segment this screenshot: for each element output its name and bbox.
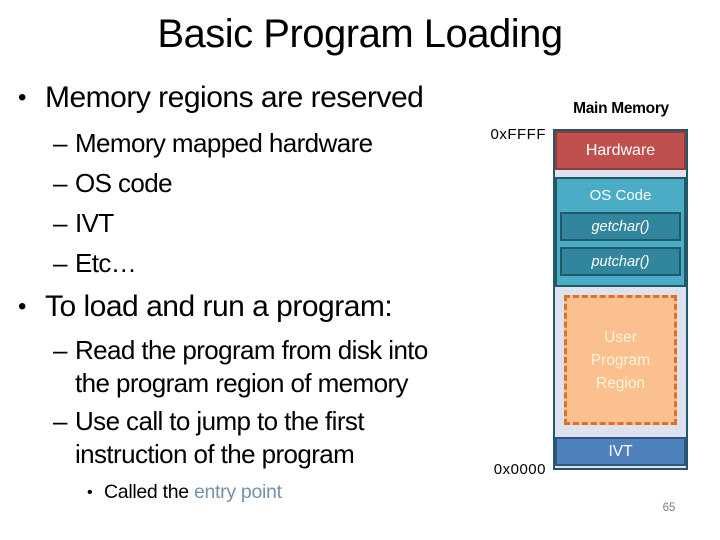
segment-getchar: getchar() [560,212,681,241]
dash-icon: – [53,335,67,365]
sub-bullet-text: Read the program from disk into the prog… [75,335,428,398]
page-title: Basic Program Loading [157,12,563,56]
segment-label: IVT [608,442,633,460]
bullet-icon: • [18,84,26,111]
list-item: – IVT [53,203,373,243]
sub-bullet-list-1: – Memory mapped hardware – OS code – IVT… [53,123,373,283]
dash-icon: – [53,128,67,158]
segment-os-code: OS Code getchar() putchar() [555,177,686,287]
segment-label-line: Program [590,351,651,369]
bullet-load-run: • To load and run a program: [18,288,393,326]
segment-putchar: putchar() [560,247,681,276]
bullet-icon: • [18,293,26,320]
list-item: – Etc… [53,243,373,283]
list-item: – OS code [53,163,373,203]
list-item: – Use call to jump to the first instruct… [53,405,465,471]
segment-label: putchar() [591,253,650,270]
segment-user-program-region: User Program Region [564,295,677,425]
entry-point-term: entry point [193,481,282,503]
memory-column: Hardware OS Code getchar() putchar() Use… [553,129,688,470]
diagram-title: Main Memory [573,100,669,117]
segment-label: OS Code [589,187,652,204]
segment-label: Hardware [585,141,656,159]
sub-bullet-text: OS code [75,168,173,198]
segment-label: getchar() [591,218,650,235]
segment-label-line: User [604,328,637,346]
bullet-memory-regions: • Memory regions are reserved [18,79,424,117]
sub-bullet-text: Use call to jump to the first instructio… [75,406,365,469]
list-item: – Memory mapped hardware [53,123,373,163]
bullet-text: To load and run a program: [45,290,393,323]
page-number: 65 [662,502,676,514]
bullet-text: Memory regions are reserved [45,81,424,114]
note-entry-point: • Called the entry point [87,480,282,505]
dash-icon: – [53,168,67,198]
sub-bullet-list-2: – Read the program from disk into the pr… [53,334,465,476]
note-prefix: Called the [104,481,194,503]
bullet-icon: • [87,484,93,501]
sub-bullet-text: IVT [75,208,114,238]
sub-bullet-text: Memory mapped hardware [75,128,373,158]
segment-label-line: Region [595,374,646,392]
note-text: Called the entry point [104,480,282,505]
dash-icon: – [53,208,67,238]
address-label-bottom: 0x0000 [493,461,546,478]
dash-icon: – [53,406,67,436]
list-item: – Read the program from disk into the pr… [53,334,465,400]
segment-ivt: IVT [555,437,686,466]
address-label-top: 0xFFFF [490,126,546,143]
segment-hardware: Hardware [555,131,686,170]
sub-bullet-text: Etc… [75,248,137,278]
dash-icon: – [53,248,67,278]
